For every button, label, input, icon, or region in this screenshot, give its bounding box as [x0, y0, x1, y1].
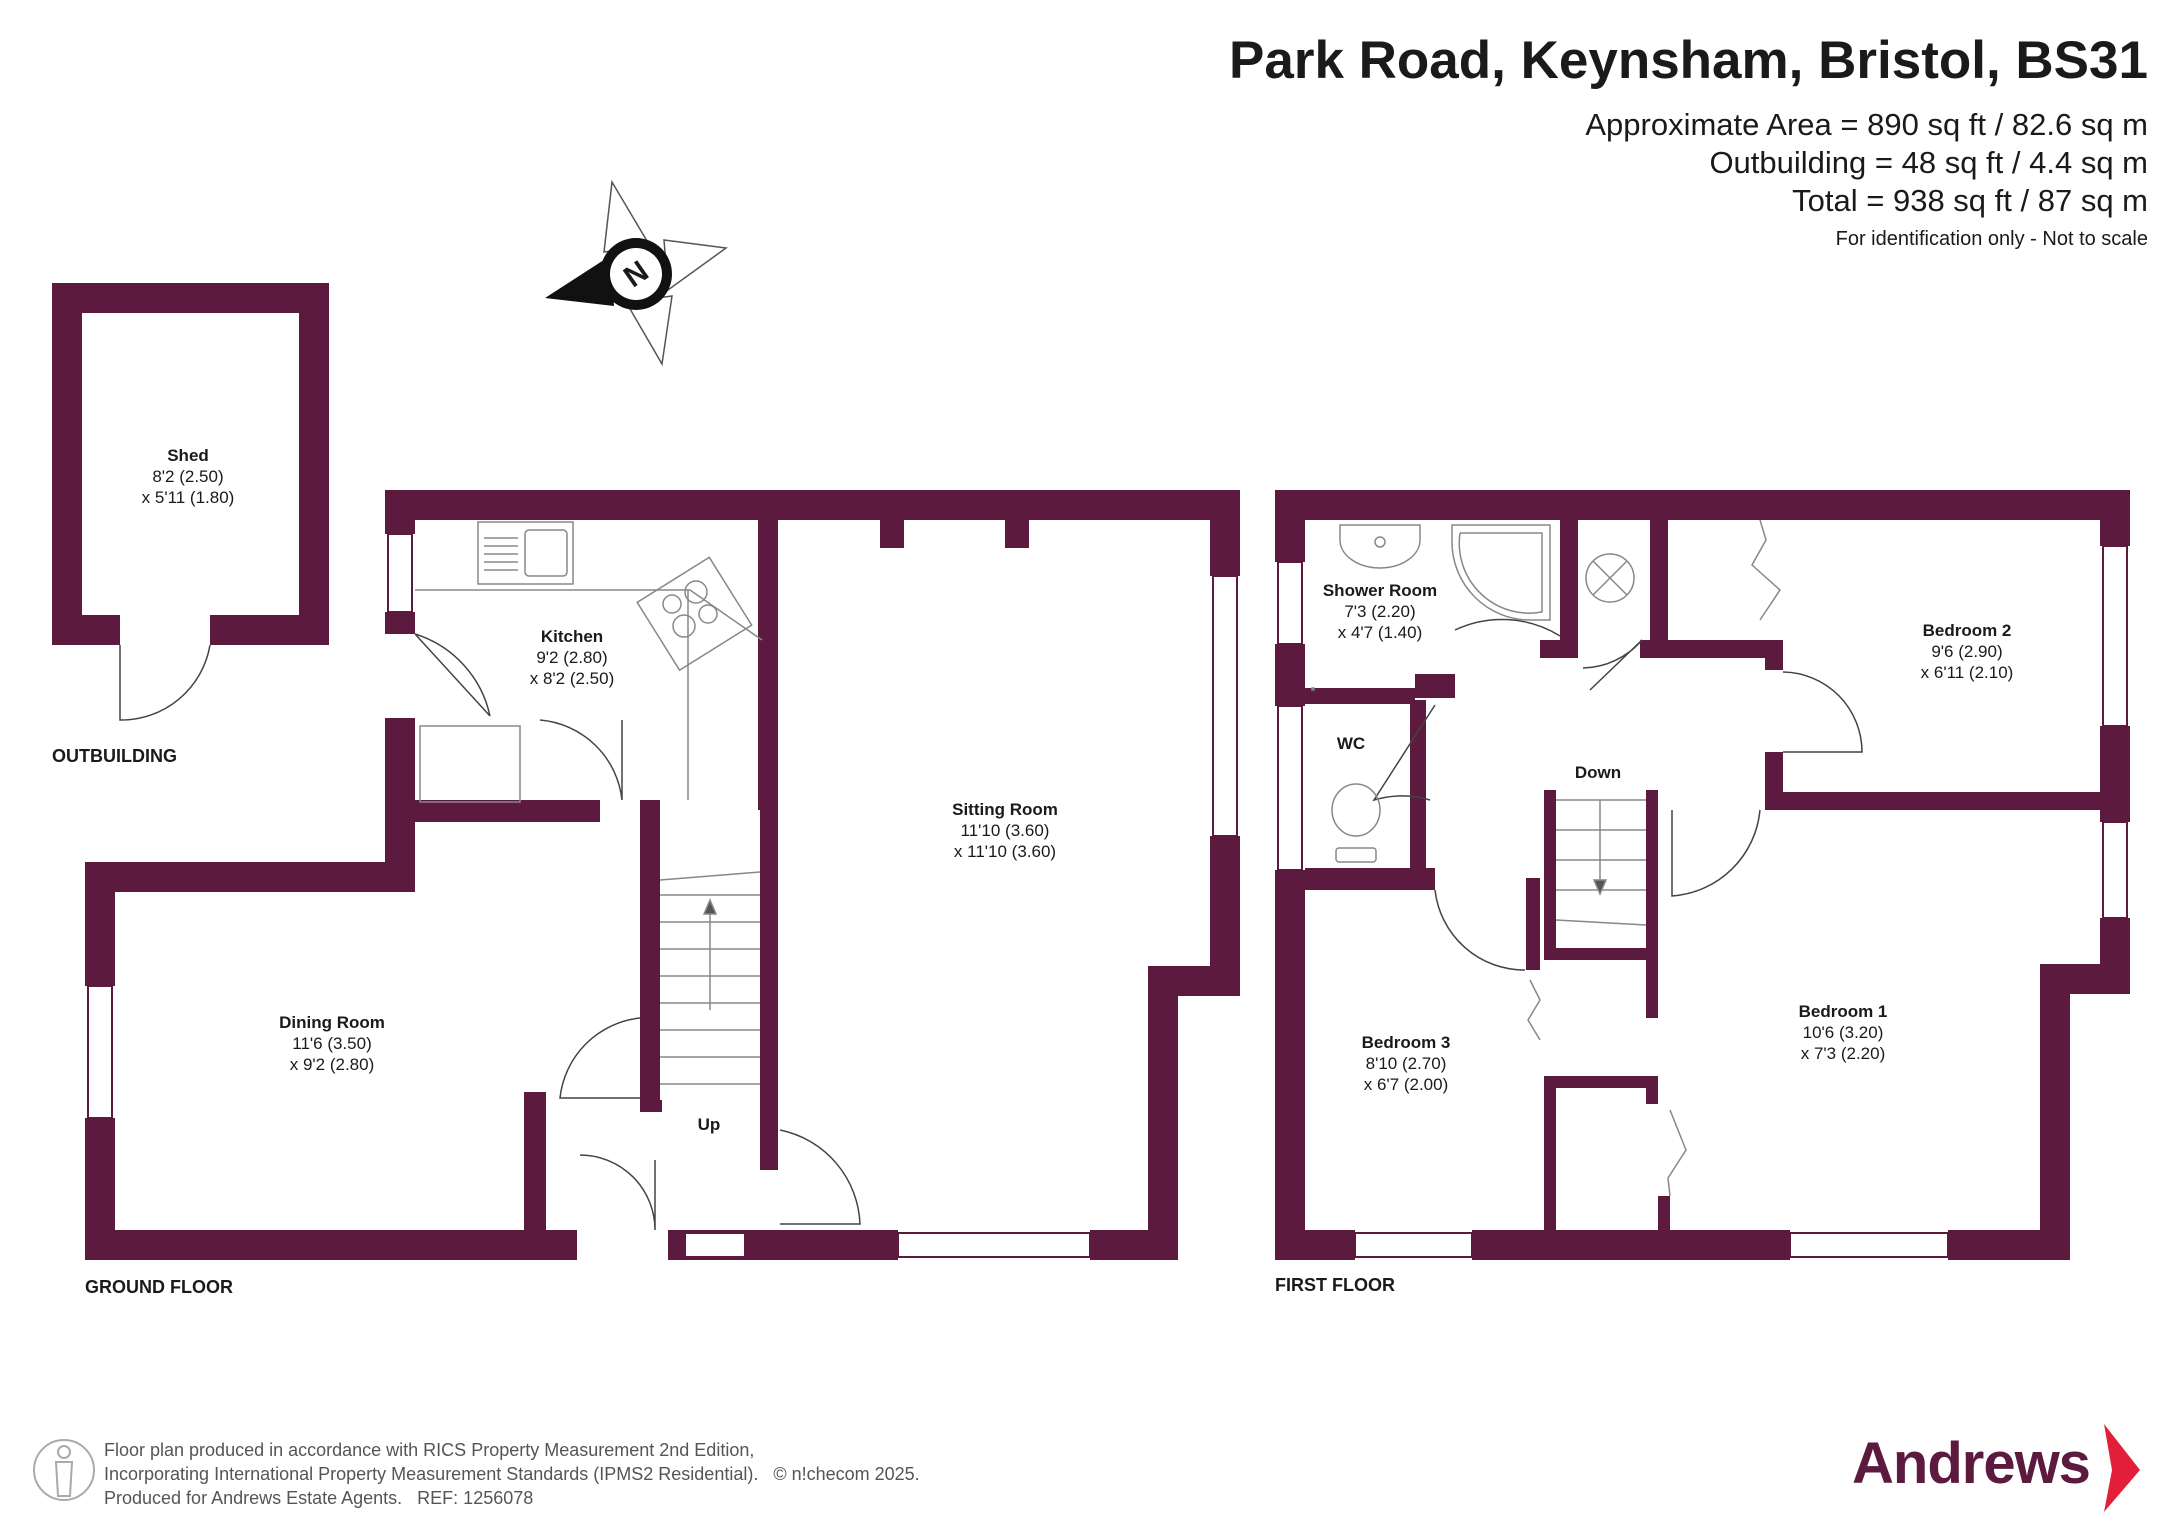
total-area: Total = 938 sq ft / 87 sq m — [1792, 183, 2148, 218]
room-dim2-shower: x 4'7 (1.40) — [1338, 623, 1423, 642]
compass-icon: N — [545, 179, 728, 367]
room-dim1-bedroom1: 10'6 (3.20) — [1803, 1023, 1884, 1042]
disclaimer-note: For identification only - Not to scale — [1835, 228, 2148, 250]
room-dim2-kitchen: x 8'2 (2.50) — [530, 669, 615, 688]
floor-label-first: FIRST FLOOR — [1275, 1275, 1395, 1295]
approx-area: Approximate Area = 890 sq ft / 82.6 sq m — [1585, 107, 2148, 142]
hob-icon — [636, 556, 753, 672]
floor-label-ground: GROUND FLOOR — [85, 1277, 233, 1297]
room-dim2-bedroom3: x 6'7 (2.00) — [1364, 1075, 1449, 1094]
room-dim1-shed: 8'2 (2.50) — [152, 467, 223, 486]
room-dim1-bedroom3: 8'10 (2.70) — [1366, 1054, 1447, 1073]
room-name-bedroom2: Bedroom 2 — [1923, 621, 2012, 640]
room-dim1-dining: 11'6 (3.50) — [292, 1034, 371, 1053]
property-title: Park Road, Keynsham, Bristol, BS31 — [1229, 31, 2148, 90]
room-dim2-bedroom1: x 7'3 (2.20) — [1801, 1044, 1886, 1063]
stairs — [659, 799, 1647, 1085]
toilet-icon — [1331, 783, 1381, 837]
ground-floor-walls — [85, 490, 1240, 1260]
bathroom-fixtures — [1311, 519, 1781, 1197]
room-name-wc: WC — [1337, 734, 1365, 753]
first-floor-walls — [1275, 490, 2130, 1260]
room-name-dining: Dining Room — [279, 1013, 385, 1032]
floor-label-outbuilding: OUTBUILDING — [52, 746, 177, 766]
windows — [87, 533, 2128, 1258]
room-dim2-dining: x 9'2 (2.80) — [290, 1055, 375, 1074]
room-dim1-shower: 7'3 (2.20) — [1344, 602, 1415, 621]
room-name-bedroom3: Bedroom 3 — [1362, 1033, 1451, 1052]
stairs-down-label: Down — [1575, 763, 1621, 782]
footer-line-2: Incorporating International Property Mea… — [104, 1464, 920, 1484]
room-name-sitting: Sitting Room — [952, 800, 1058, 819]
brand-logo: Andrews — [1852, 1431, 2091, 1496]
kitchen-fixtures — [415, 521, 763, 803]
andrews-logo-icon — [2104, 1424, 2140, 1512]
doors — [119, 618, 1863, 1231]
sink-icon — [477, 521, 574, 585]
room-name-shower: Shower Room — [1323, 581, 1437, 600]
footer-line-3: Produced for Andrews Estate Agents. REF:… — [104, 1488, 534, 1508]
room-dim1-kitchen: 9'2 (2.80) — [536, 648, 607, 667]
room-dim1-sitting: 11'10 (3.60) — [961, 821, 1050, 840]
footer-text: Floor plan produced in accordance with R… — [104, 1438, 920, 1510]
stairs-up-label: Up — [698, 1115, 721, 1134]
shed-walls — [52, 283, 329, 645]
outbuilding-area: Outbuilding = 48 sq ft / 4.4 sq m — [1709, 145, 2148, 180]
room-name-shed: Shed — [167, 446, 209, 465]
cylinder-icon — [1585, 553, 1635, 603]
room-dim1-bedroom2: 9'6 (2.90) — [1931, 642, 2002, 661]
basin-icon — [1339, 524, 1421, 569]
room-name-kitchen: Kitchen — [541, 627, 603, 646]
footer-line-1: Floor plan produced in accordance with R… — [104, 1440, 755, 1460]
room-dim2-sitting: x 11'10 (3.60) — [954, 842, 1056, 861]
shower-icon — [1451, 524, 1551, 621]
room-dim2-bedroom2: x 6'11 (2.10) — [1921, 663, 2014, 682]
person-icon — [33, 1439, 95, 1501]
room-dim2-shed: x 5'11 (1.80) — [142, 488, 235, 507]
room-name-bedroom1: Bedroom 1 — [1799, 1002, 1888, 1021]
